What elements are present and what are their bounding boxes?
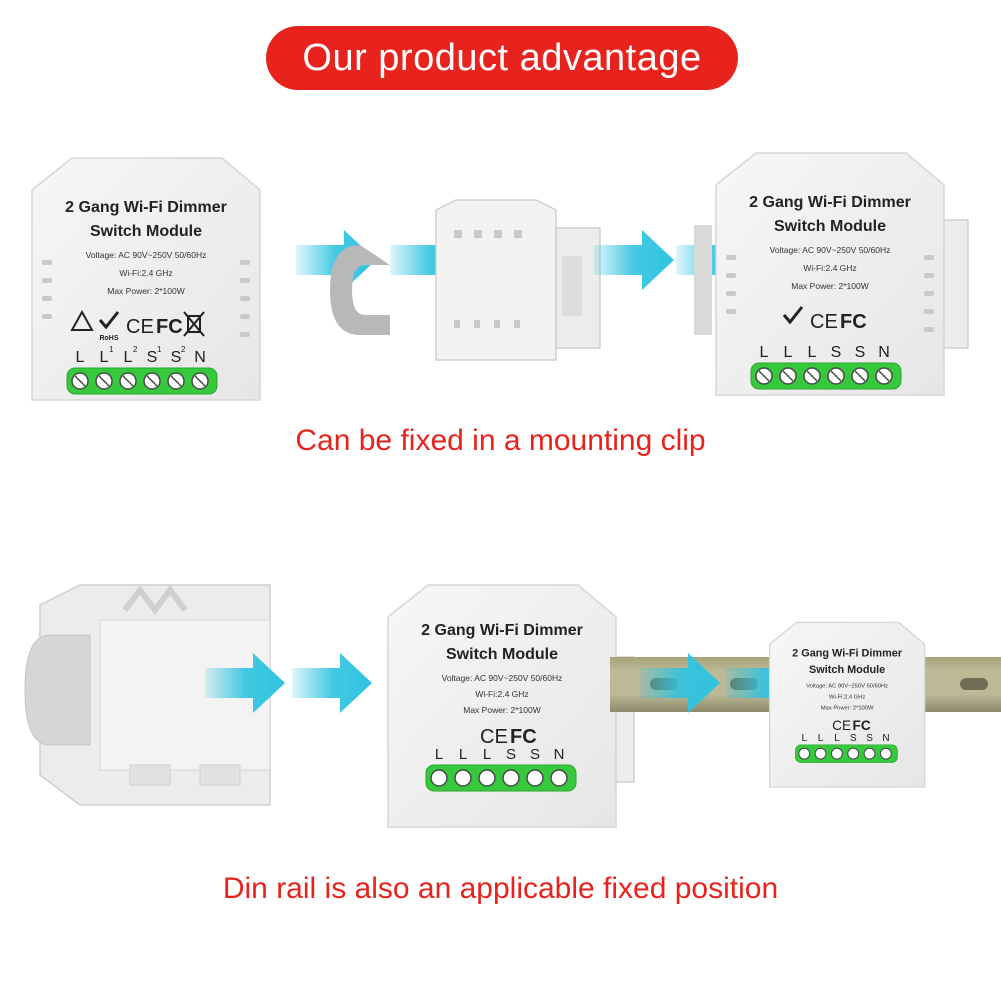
svg-text:Max Power: 2*100W: Max Power: 2*100W xyxy=(821,705,874,711)
svg-text:Wi-Fi:2.4 GHz: Wi-Fi:2.4 GHz xyxy=(829,695,865,701)
svg-text:L: L xyxy=(784,344,793,361)
svg-text:S: S xyxy=(831,344,842,361)
svg-text:Max Power: 2*100W: Max Power: 2*100W xyxy=(463,705,540,715)
module-power: Max Power: 2*100W xyxy=(107,286,184,296)
svg-text:S: S xyxy=(530,746,540,763)
mounting-clip-scene: 2 Gang Wi-Fi Dimmer Switch Module Voltag… xyxy=(31,152,969,401)
svg-text:L: L xyxy=(100,349,109,366)
din-rail-scene: 2 Gang Wi-Fi Dimmer Switch Module Voltag… xyxy=(24,584,1001,828)
module-subtitle: Switch Module xyxy=(90,223,202,240)
fc-mark-icon: FC xyxy=(156,316,183,338)
rohs-check-icon xyxy=(98,311,120,330)
svg-text:Wi-Fi:2.4 GHz: Wi-Fi:2.4 GHz xyxy=(475,689,528,699)
switch-module-on-rail: 2 Gang Wi-Fi Dimmer Switch Module Voltag… xyxy=(768,621,926,788)
svg-text:L: L xyxy=(483,746,491,763)
svg-text:RoHS: RoHS xyxy=(99,335,118,342)
svg-text:N: N xyxy=(878,344,890,361)
mounting-clip xyxy=(330,199,601,361)
svg-text:L: L xyxy=(459,746,467,763)
module-voltage: Voltage: AC 90V~250V 50/60Hz xyxy=(86,250,207,260)
page-title: Our product advantage xyxy=(302,36,702,79)
svg-text:N: N xyxy=(194,349,206,366)
svg-text:Max Power: 2*100W: Max Power: 2*100W xyxy=(791,281,868,291)
svg-text:S: S xyxy=(850,733,857,744)
arrow-right-icon xyxy=(205,653,285,713)
svg-text:N: N xyxy=(554,746,565,763)
fc-mark-icon: FC xyxy=(853,718,871,733)
svg-text:S: S xyxy=(506,746,516,763)
svg-text:2 Gang Wi-Fi Dimmer: 2 Gang Wi-Fi Dimmer xyxy=(792,647,903,659)
svg-text:S: S xyxy=(147,349,158,366)
ce-mark-icon: CE xyxy=(832,718,851,733)
svg-text:L: L xyxy=(808,344,817,361)
arrow-right-icon xyxy=(640,653,720,713)
svg-text:Switch Module: Switch Module xyxy=(809,664,885,676)
svg-text:N: N xyxy=(882,733,889,744)
svg-text:Switch Module: Switch Module xyxy=(446,646,558,663)
svg-text:Voltage: AC 90V~250V 50/60Hz: Voltage: AC 90V~250V 50/60Hz xyxy=(770,245,891,255)
svg-text:Switch Module: Switch Module xyxy=(774,218,886,235)
ce-mark-icon: CE xyxy=(810,311,838,333)
svg-text:S: S xyxy=(855,344,866,361)
fc-mark-icon: FC xyxy=(840,311,867,333)
title-banner: Our product advantage xyxy=(266,26,738,90)
switch-module-mounted: 2 Gang Wi-Fi Dimmer Switch Module Voltag… xyxy=(694,152,969,396)
svg-text:1: 1 xyxy=(157,345,162,354)
caption-mounting-clip: Can be fixed in a mounting clip xyxy=(295,424,706,457)
svg-text:L: L xyxy=(834,733,840,744)
svg-text:L: L xyxy=(124,349,133,366)
warning-icon xyxy=(70,309,94,331)
svg-text:2 Gang Wi-Fi Dimmer: 2 Gang Wi-Fi Dimmer xyxy=(749,194,911,211)
svg-text:S: S xyxy=(171,349,182,366)
fc-mark-icon: FC xyxy=(510,726,537,748)
svg-text:2 Gang Wi-Fi Dimmer: 2 Gang Wi-Fi Dimmer xyxy=(421,622,583,639)
svg-text:Wi-Fi:2.4 GHz: Wi-Fi:2.4 GHz xyxy=(803,263,856,273)
svg-text:2: 2 xyxy=(181,345,186,354)
svg-text:2: 2 xyxy=(133,345,138,354)
weee-bin-icon xyxy=(183,311,205,337)
svg-text:S: S xyxy=(866,733,873,744)
ce-mark-icon: CE xyxy=(126,316,154,338)
module-title: 2 Gang Wi-Fi Dimmer xyxy=(65,199,227,216)
module-wifi: Wi-Fi:2.4 GHz xyxy=(119,268,172,278)
arrow-right-icon xyxy=(292,653,372,713)
rohs-check-icon xyxy=(782,306,804,325)
svg-text:1: 1 xyxy=(109,345,114,354)
caption-din-rail: Din rail is also an applicable fixed pos… xyxy=(222,872,779,905)
svg-text:L: L xyxy=(801,733,807,744)
svg-text:Voltage: AC 90V~250V 50/60Hz: Voltage: AC 90V~250V 50/60Hz xyxy=(806,684,888,690)
ce-mark-icon: CE xyxy=(480,726,508,748)
svg-text:L: L xyxy=(818,733,824,744)
switch-module-center: 2 Gang Wi-Fi Dimmer Switch Module Voltag… xyxy=(387,584,635,828)
svg-text:Voltage: AC 90V~250V 50/60Hz: Voltage: AC 90V~250V 50/60Hz xyxy=(442,673,563,683)
switch-module-left: 2 Gang Wi-Fi Dimmer Switch Module Voltag… xyxy=(31,157,261,401)
svg-text:L: L xyxy=(76,349,85,366)
svg-text:L: L xyxy=(760,344,769,361)
arrow-right-icon xyxy=(594,230,674,290)
svg-text:L: L xyxy=(435,746,443,763)
